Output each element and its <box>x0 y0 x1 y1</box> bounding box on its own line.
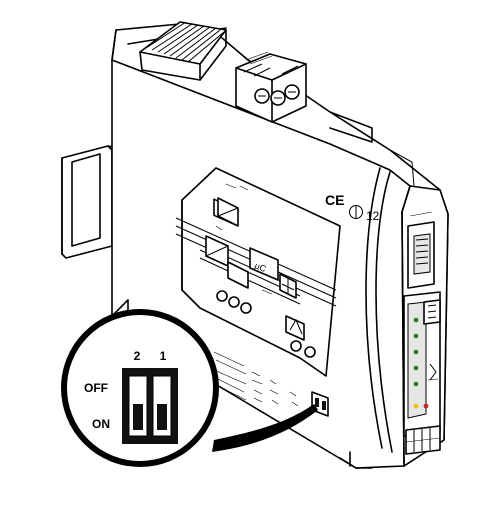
heat-sink-fins <box>139 21 227 81</box>
off-label: OFF <box>84 381 108 395</box>
led-indicator-icon <box>413 403 419 409</box>
led-indicator-icon <box>413 333 419 339</box>
led-indicator-icon <box>413 381 419 387</box>
ce-mark: CE <box>325 192 344 208</box>
led-indicator-icon <box>413 317 419 323</box>
on-label: ON <box>92 417 110 431</box>
switch-number-1: 1 <box>160 349 167 363</box>
led-indicator-icon <box>413 365 419 371</box>
switch-1-lever <box>157 404 167 430</box>
front-panel <box>403 211 441 455</box>
screw-terminal-block <box>235 51 307 123</box>
microcontroller-label: µC <box>253 260 268 274</box>
front-top-panel <box>329 111 415 187</box>
block-diagram-plate: µC <box>175 167 341 377</box>
dip-switch-icon <box>122 368 178 444</box>
dip-switch-callout: 2 1 OFF ON <box>61 309 318 467</box>
side-label-text <box>213 351 299 407</box>
ex-number: 12 <box>366 209 380 223</box>
certification-mark: CE 12 <box>325 192 380 223</box>
led-indicator-icon <box>413 349 419 355</box>
switch-2-lever <box>133 404 143 430</box>
led-indicator-icon <box>423 403 429 409</box>
switch-number-2: 2 <box>134 349 141 363</box>
